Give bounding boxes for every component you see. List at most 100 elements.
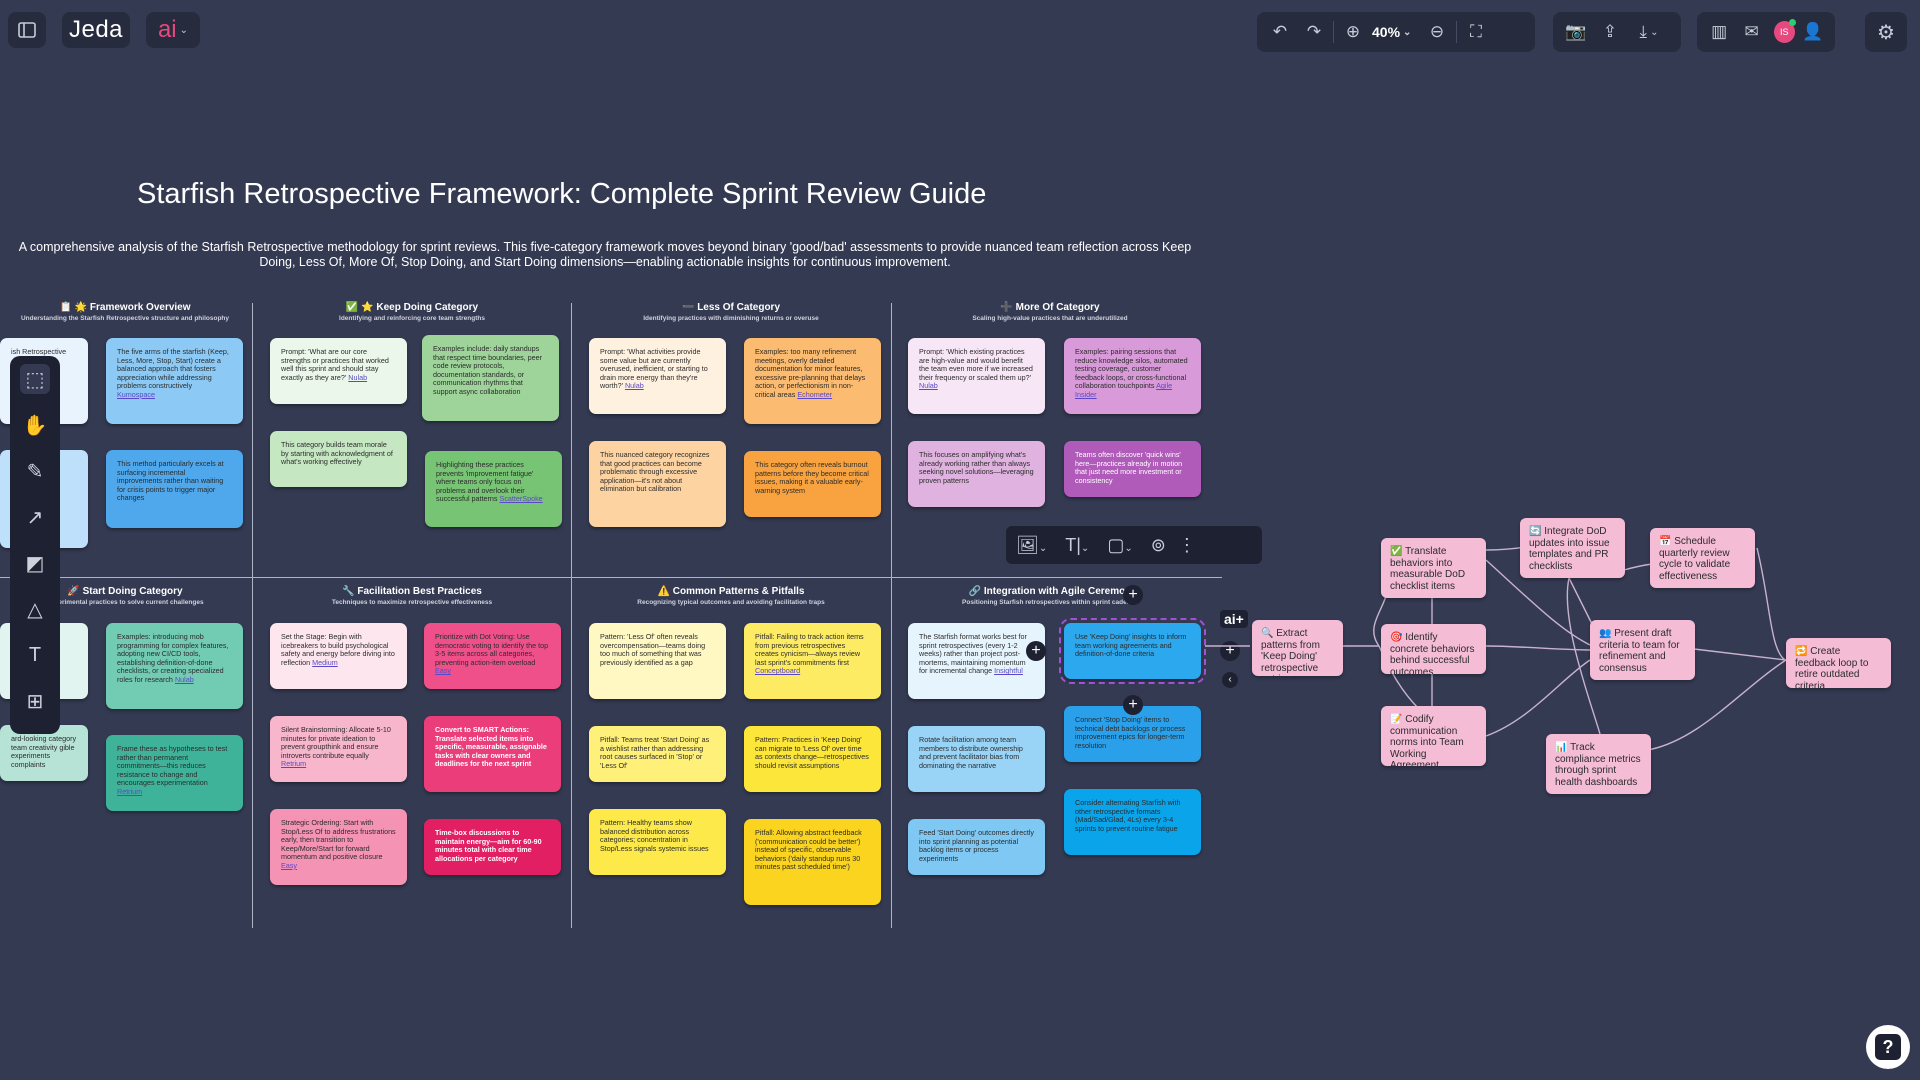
fit-screen-icon[interactable]: ⛶ — [1470, 22, 1482, 41]
note-link[interactable]: Nulab — [919, 381, 938, 391]
upload-icon[interactable]: ⇪ — [1602, 22, 1618, 41]
flow-node[interactable]: 📊 Track compliance metrics through sprin… — [1546, 734, 1651, 794]
text-format-icon[interactable]: T|⌄ — [1065, 534, 1090, 555]
note-link[interactable]: Easy — [281, 860, 297, 870]
select-tool-icon[interactable]: ⬚ — [20, 364, 50, 394]
sticky-note[interactable]: Frame these as hypotheses to test rather… — [106, 735, 243, 811]
sticky-note[interactable]: Consider alternating Starfish with other… — [1064, 789, 1201, 855]
note-link[interactable]: Nulab — [174, 674, 194, 684]
sticky-note[interactable]: This method particularly excels at surfa… — [106, 450, 243, 528]
sticky-note[interactable]: Pattern: Healthy teams show balanced dis… — [589, 809, 726, 875]
sticky-note-selected[interactable]: Use 'Keep Doing' insights to inform team… — [1059, 618, 1206, 684]
redo-icon[interactable]: ↷ — [1306, 22, 1322, 41]
sticky-note[interactable]: Prioritize with Dot Voting: Use democrat… — [424, 623, 561, 689]
sticky-note[interactable]: Rotate facilitation among team members t… — [908, 726, 1045, 792]
sticky-note[interactable]: Prompt: 'What are our core strengths or … — [270, 338, 407, 404]
help-button[interactable]: ? — [1866, 1025, 1910, 1069]
note-link[interactable]: Conceptboard — [755, 666, 801, 676]
note-link[interactable]: Retrium — [281, 759, 307, 769]
sticky-note[interactable]: This category builds team morale by star… — [270, 431, 407, 487]
sticky-note[interactable]: Teams often discover 'quick wins' here—p… — [1064, 441, 1201, 497]
sticky-note[interactable]: Strategic Ordering: Start with Stop/Less… — [270, 809, 407, 885]
ai-plus-button[interactable]: ai+ — [1220, 610, 1248, 628]
templates-tool-icon[interactable]: ⊞ — [26, 690, 44, 713]
sticky-note[interactable]: Examples: too many refinement meetings, … — [744, 338, 881, 424]
add-user-icon[interactable]: 👤 — [1802, 22, 1824, 41]
note-link[interactable]: Kumospace — [117, 389, 155, 399]
sticky-note[interactable]: Pitfall: Teams treat 'Start Doing' as a … — [589, 726, 726, 782]
shapes-tool-icon[interactable]: △ — [27, 598, 43, 621]
sticky-note[interactable]: Time-box discussions to maintain energy—… — [424, 819, 561, 875]
note-link[interactable]: ScatterSpoke — [499, 494, 543, 504]
note-link[interactable]: Nulab — [348, 372, 368, 382]
board-title[interactable]: Starfish Retrospective Framework: Comple… — [137, 178, 987, 210]
shape-style-icon[interactable]: ▢⌄ — [1107, 534, 1133, 555]
arrow-tool-icon[interactable]: ↗ — [26, 506, 44, 529]
sticky-note[interactable]: This focuses on amplifying what's alread… — [908, 441, 1045, 507]
note-link[interactable]: Nulab — [624, 381, 644, 391]
sticky-note-tool-icon[interactable]: ◩ — [25, 552, 45, 575]
flow-node[interactable]: 🔁 Create feedback loop to retire outdate… — [1786, 638, 1891, 688]
sticky-note[interactable]: Pattern: 'Less Of' often reveals overcom… — [589, 623, 726, 699]
settings-button[interactable]: ⚙ — [1865, 12, 1907, 52]
ai-menu-button[interactable]: ai ⌄ — [146, 12, 200, 48]
download-icon[interactable]: ⤓⌄ — [1639, 22, 1659, 41]
sticky-note[interactable]: Pitfall: Allowing abstract feedback ('co… — [744, 819, 881, 905]
image-frame-icon[interactable]: 🖼⌄ — [1016, 534, 1048, 555]
more-options-icon[interactable]: ⋮ — [1177, 534, 1196, 555]
sticky-note[interactable]: Prompt: 'What activities provide some va… — [589, 338, 726, 414]
note-link[interactable]: Insightful — [994, 666, 1023, 676]
ai-assist-icon[interactable]: ⊚ — [1150, 534, 1166, 555]
sticky-note[interactable]: Highlighting these practices prevents 'i… — [425, 451, 562, 527]
sticky-note[interactable]: The five arms of the starfish (Keep, Les… — [106, 338, 243, 424]
layout-panel-icon[interactable]: ▥ — [1711, 22, 1728, 41]
flow-node[interactable]: 🎯 Identify concrete behaviors behind suc… — [1381, 624, 1486, 674]
sticky-note[interactable]: Examples include: daily standups that re… — [422, 335, 559, 421]
sticky-note[interactable]: Connect 'Stop Doing' items to technical … — [1064, 706, 1201, 762]
pen-tool-icon[interactable]: ✎ — [26, 460, 44, 483]
sticky-note[interactable]: Examples: introducing mob programming fo… — [106, 623, 243, 709]
sticky-note[interactable]: Convert to SMART Actions: Translate sele… — [424, 716, 561, 792]
avatar[interactable]: IS — [1773, 19, 1796, 43]
note-link[interactable]: Medium — [312, 657, 338, 667]
hand-tool-icon[interactable]: ✋ — [22, 414, 48, 437]
board-subtitle[interactable]: A comprehensive analysis of the Starfish… — [18, 240, 1192, 269]
sidebar-toggle-button[interactable] — [8, 12, 46, 48]
flow-node[interactable]: 🔄 Integrate DoD updates into issue templ… — [1520, 518, 1625, 578]
sticky-note[interactable]: This nuanced category recognizes that go… — [589, 441, 726, 527]
sticky-note[interactable]: Pattern: Practices in 'Keep Doing' can m… — [744, 726, 881, 792]
sticky-note[interactable]: Set the Stage: Begin with icebreakers to… — [270, 623, 407, 689]
app-logo[interactable]: Jeda — [62, 12, 130, 48]
note-link[interactable]: Easy — [435, 666, 451, 676]
text-tool-icon[interactable]: T — [28, 643, 42, 666]
sticky-note[interactable]: Pitfall: Failing to track action items f… — [744, 623, 881, 699]
collapse-button[interactable]: ‹ — [1222, 672, 1238, 688]
flow-node[interactable]: 📝 Codify communication norms into Team W… — [1381, 706, 1486, 766]
camera-icon[interactable]: 📷 — [1565, 22, 1587, 41]
add-node-left-button[interactable]: + — [1026, 641, 1046, 661]
undo-icon[interactable]: ↶ — [1272, 22, 1288, 41]
flow-node[interactable]: 📅 Schedule quarterly review cycle to val… — [1650, 528, 1755, 588]
note-link[interactable]: Retrium — [117, 786, 143, 796]
sticky-note[interactable]: Silent Brainstorming: Allocate 5-10 minu… — [270, 716, 407, 782]
note-link[interactable]: Agile Insider — [1075, 381, 1173, 399]
sticky-note[interactable]: This category often reveals burnout patt… — [744, 451, 881, 517]
zoom-out-icon[interactable]: ⊖ — [1429, 22, 1445, 41]
sticky-note[interactable]: ard-looking category team creativity gib… — [0, 725, 88, 781]
sticky-note[interactable]: Feed 'Start Doing' outcomes directly int… — [908, 819, 1045, 875]
comment-icon[interactable]: ✉ — [1744, 22, 1759, 41]
flow-node[interactable]: ✅ Translate behaviors into measurable Do… — [1381, 538, 1486, 598]
note-link[interactable]: Echometer — [797, 389, 833, 399]
sticky-note[interactable]: Prompt: 'Which existing practices are hi… — [908, 338, 1045, 414]
flow-node[interactable]: 👥 Present draft criteria to team for ref… — [1590, 620, 1695, 680]
add-node-top-button[interactable]: + — [1123, 585, 1143, 605]
add-node-bottom-button[interactable]: + — [1123, 695, 1143, 715]
zoom-level-dropdown[interactable]: 40%⌄ — [1372, 24, 1418, 40]
